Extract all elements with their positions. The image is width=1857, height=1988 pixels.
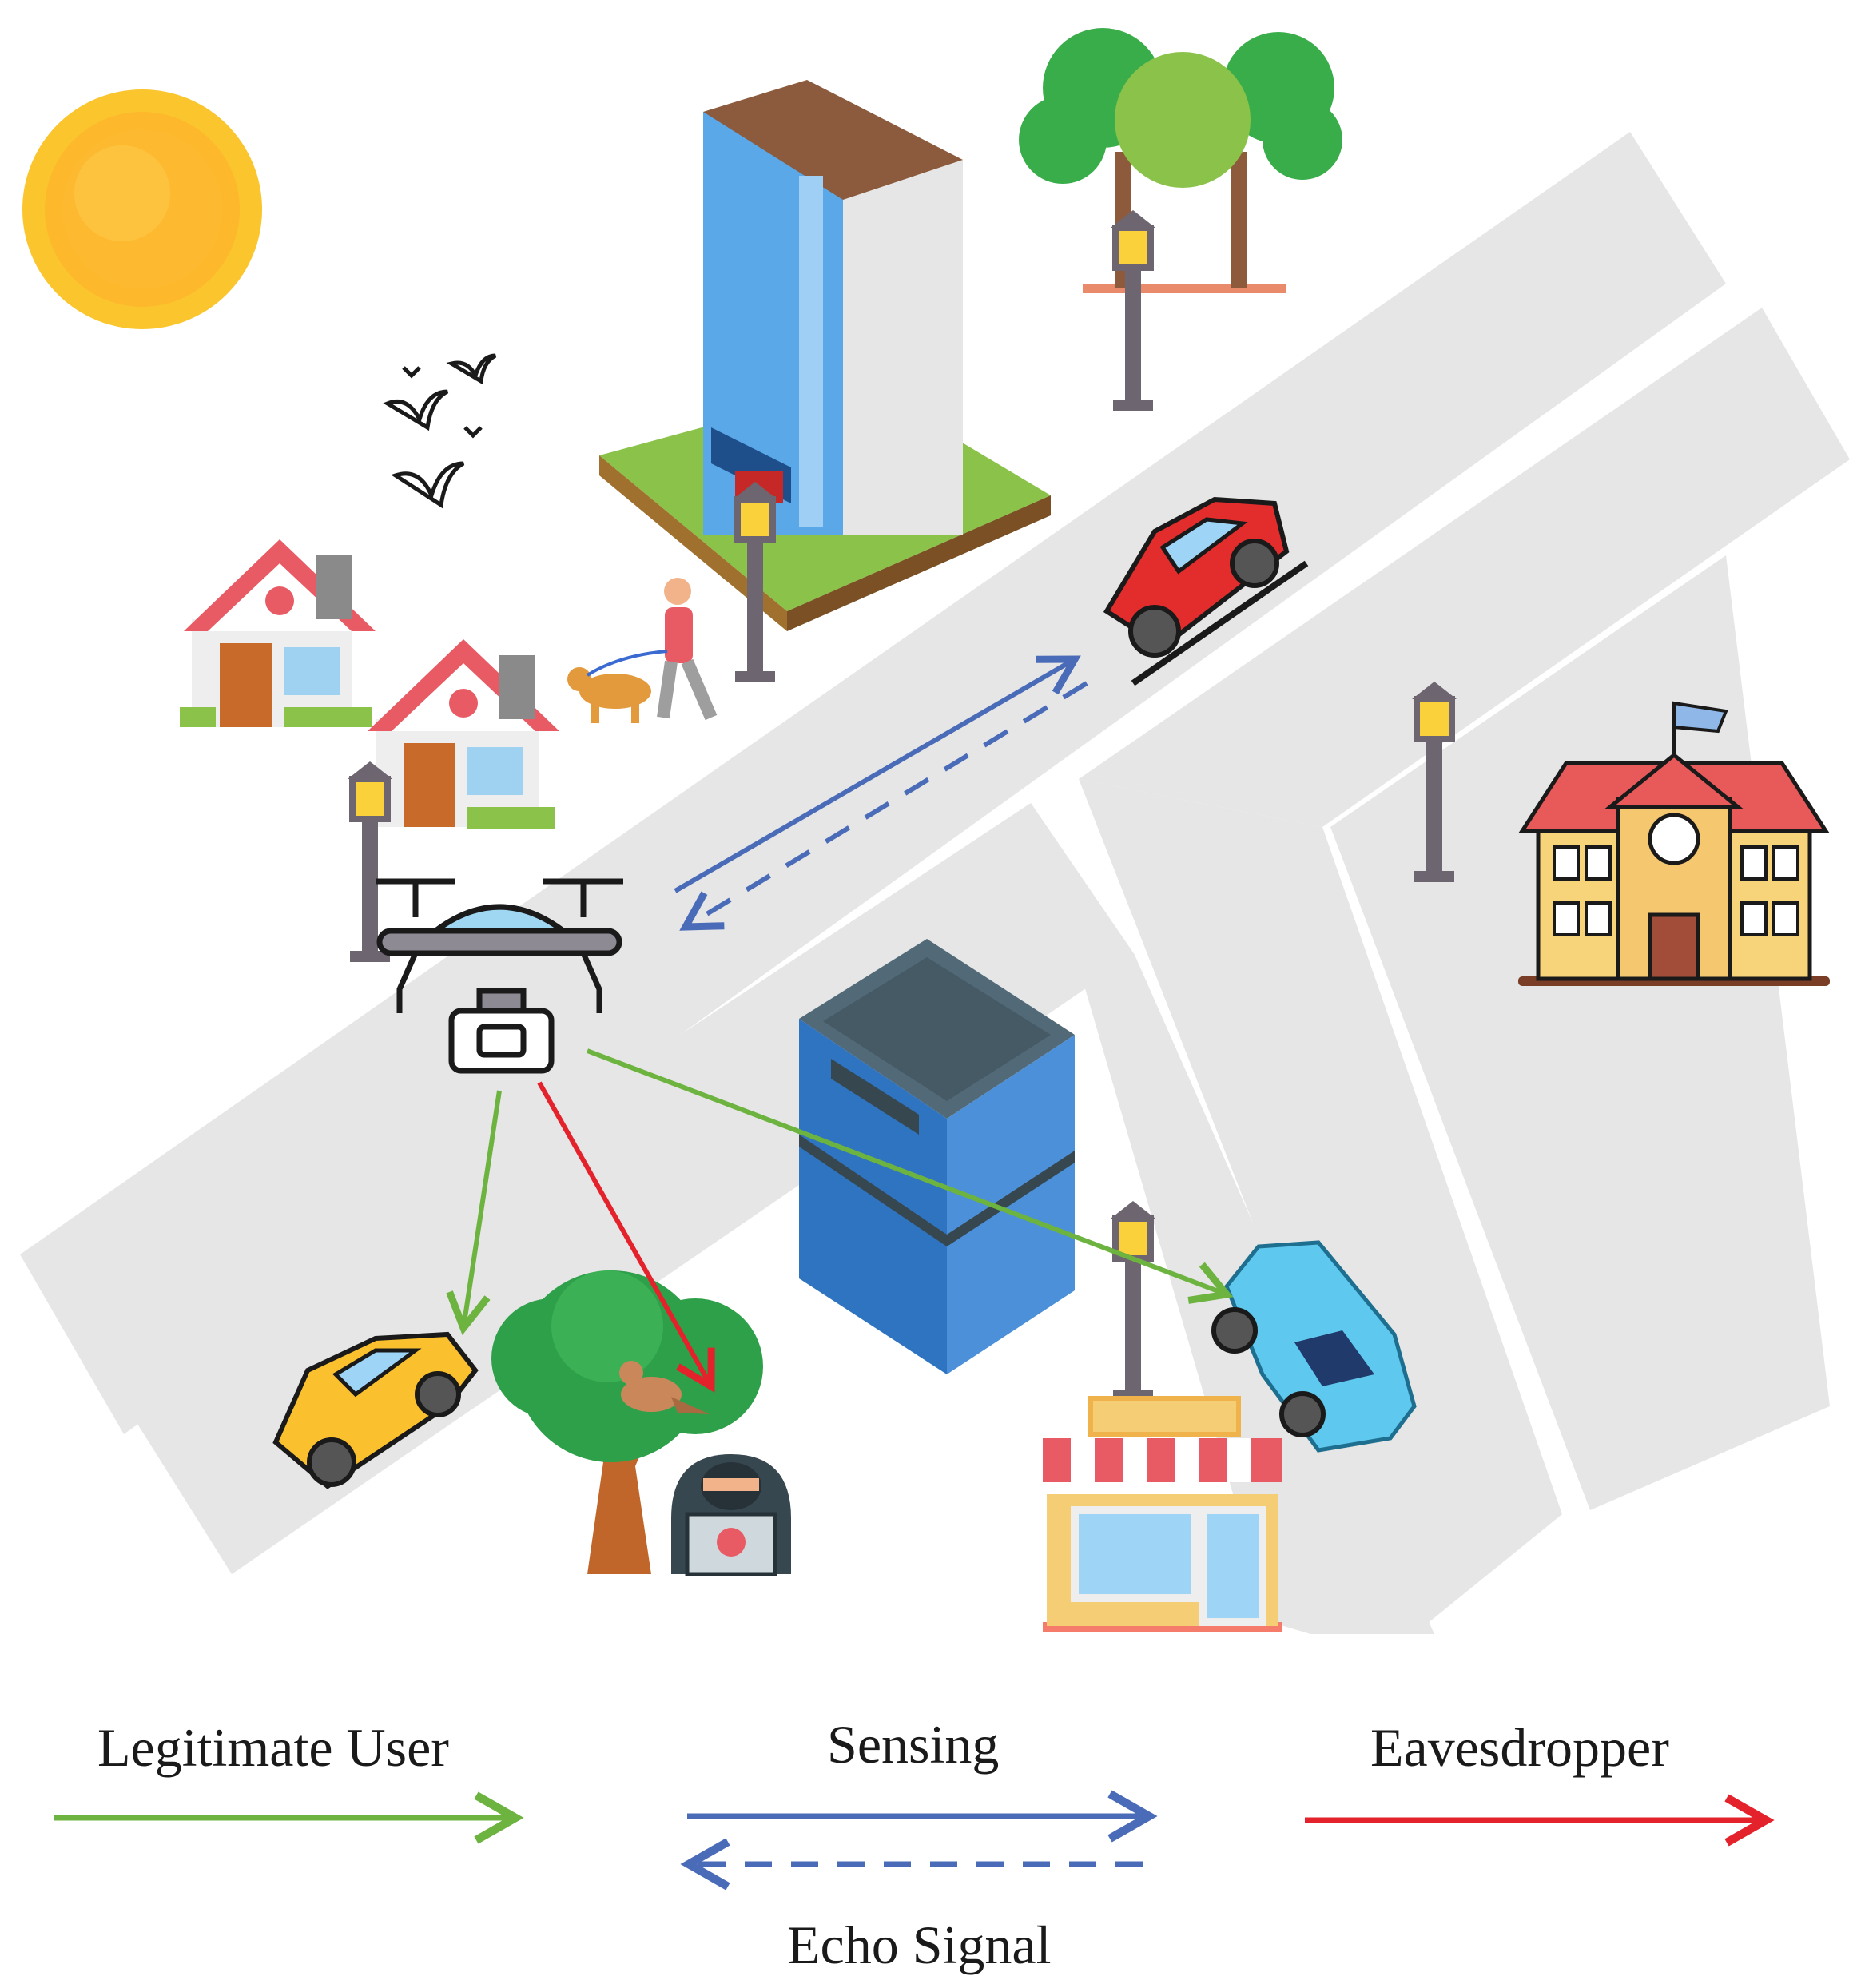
- red-car-icon: [1103, 496, 1309, 686]
- signal-links: [446, 655, 1234, 1393]
- legend-sensing-label: Sensing: [827, 1714, 1000, 1775]
- yellow-car-icon: [272, 1331, 479, 1489]
- right-road-left: [1079, 779, 1562, 1634]
- legend-echo-label: Echo Signal: [787, 1914, 1052, 1975]
- house-icon: [180, 539, 376, 727]
- street-lamp-icon: [1111, 210, 1155, 411]
- house-icon: [368, 639, 559, 829]
- street-lamp-icon: [733, 482, 777, 682]
- bird-icon: [619, 1361, 710, 1414]
- business-center-icon: [799, 939, 1075, 1374]
- sun-icon: [22, 89, 262, 329]
- sensing-link: [674, 655, 1081, 893]
- main-road: [20, 132, 1726, 1434]
- street-lamp-icon: [348, 761, 392, 962]
- office-tower-icon: [599, 80, 1051, 631]
- dog-walker-icon: [567, 578, 718, 723]
- drone-icon: [376, 878, 623, 1074]
- hacker-icon: [671, 1454, 791, 1576]
- school-icon: [1518, 701, 1830, 986]
- echo-link: [679, 681, 1088, 931]
- legend-eavesdropper-label: Eavesdropper: [1370, 1717, 1669, 1778]
- legitimate-link-blue-car: [586, 1048, 1234, 1304]
- eavesdropper-link: [537, 1081, 715, 1393]
- tree-grove-icon: [1019, 28, 1342, 293]
- right-road-upper: [1079, 308, 1850, 827]
- legend-legitimate-label: Legitimate User: [97, 1717, 449, 1778]
- legend: [54, 1790, 1775, 1891]
- shop-icon: [1043, 1396, 1282, 1632]
- blue-car-icon: [1211, 1240, 1417, 1453]
- birds-icon: [383, 353, 497, 509]
- street-lamp-icon: [1111, 1201, 1155, 1402]
- roads: [20, 132, 1850, 1634]
- legitimate-link-yellow-car: [446, 1090, 502, 1335]
- street-lamp-icon: [1412, 682, 1457, 882]
